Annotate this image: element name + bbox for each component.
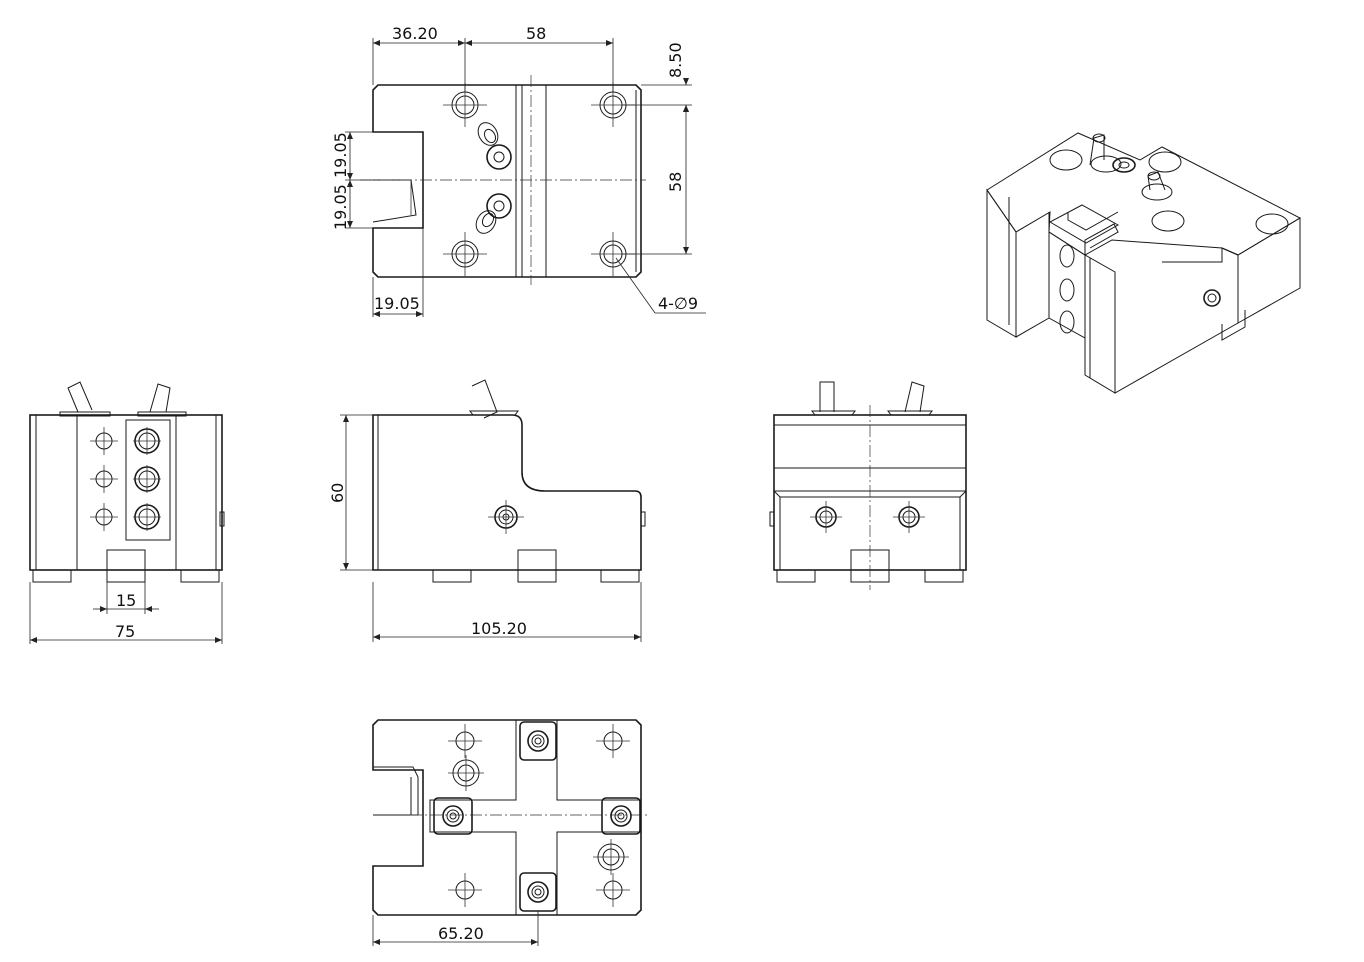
dim-19-05-lower: 19.05 (331, 184, 350, 230)
top-screw-upper (477, 122, 512, 170)
top-hole-bl (443, 232, 487, 276)
bottom-holes (448, 724, 630, 907)
dim-8-50: 8.50 (666, 42, 685, 78)
dim-75: 75 (115, 622, 135, 641)
hole-callout: 4-∅9 (658, 294, 698, 313)
dim-19-05-bottom: 19.05 (374, 294, 420, 313)
dim-19-05-upper: 19.05 (331, 132, 350, 178)
dim-58-top: 58 (526, 24, 546, 43)
dim-65-20: 65.20 (438, 924, 484, 943)
dim-60: 60 (328, 483, 347, 503)
left-view-holes (90, 427, 161, 531)
left-view: 15 75 (29, 381, 225, 644)
top-view: 36.20 58 8.50 58 19.05 19.05 19.05 4-∅9 (331, 24, 706, 317)
dim-105-20: 105.20 (471, 619, 527, 638)
isometric-view (986, 132, 1302, 394)
front-view: 60 105.20 (328, 379, 646, 642)
right-view (769, 381, 967, 590)
bottom-view: 65.20 (372, 719, 650, 946)
dim-15: 15 (116, 591, 136, 610)
dim-58-right: 58 (666, 172, 685, 192)
top-screw-lower (475, 193, 512, 234)
right-screws (810, 501, 925, 533)
dim-36-20: 36.20 (392, 24, 438, 43)
front-screw (488, 500, 524, 534)
